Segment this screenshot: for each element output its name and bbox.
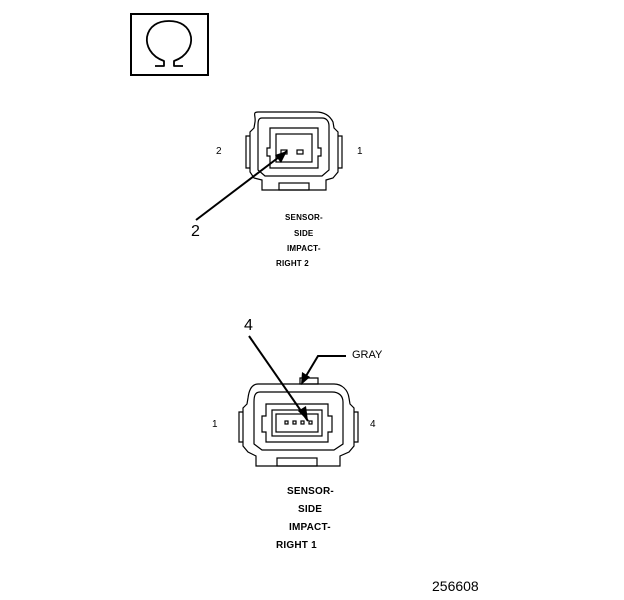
wire-color-label: GRAY [352, 349, 383, 361]
sensor-caption-top-line4: RIGHT 2 [276, 259, 309, 268]
callout-number-bottom: 4 [244, 317, 253, 334]
pin-number-left-top: 2 [216, 146, 222, 157]
pin-number-left-bottom: 1 [212, 419, 218, 430]
pin-number-right-bottom: 4 [370, 419, 376, 430]
sensor-caption-bottom-line2: SIDE [298, 504, 323, 515]
sensor-caption-bottom-line4: RIGHT 1 [276, 540, 317, 551]
wire-color-leader [301, 355, 346, 385]
pin-number-right-top: 1 [357, 146, 363, 157]
sensor-caption-top-line2: SIDE [294, 229, 314, 238]
figure-number: 256608 [432, 578, 479, 594]
callout-arrow-top [195, 150, 288, 221]
callout-number-top: 2 [191, 223, 200, 240]
sensor-caption-top-line3: IMPACT- [287, 244, 321, 253]
connector-top [245, 111, 343, 191]
connector-bottom [238, 377, 359, 467]
ohm-icon [130, 13, 209, 76]
sensor-caption-top-line1: SENSOR- [285, 213, 323, 222]
sensor-caption-bottom-line3: IMPACT- [289, 522, 331, 533]
callout-arrow-bottom [248, 335, 309, 422]
sensor-caption-bottom-line1: SENSOR- [287, 486, 334, 497]
